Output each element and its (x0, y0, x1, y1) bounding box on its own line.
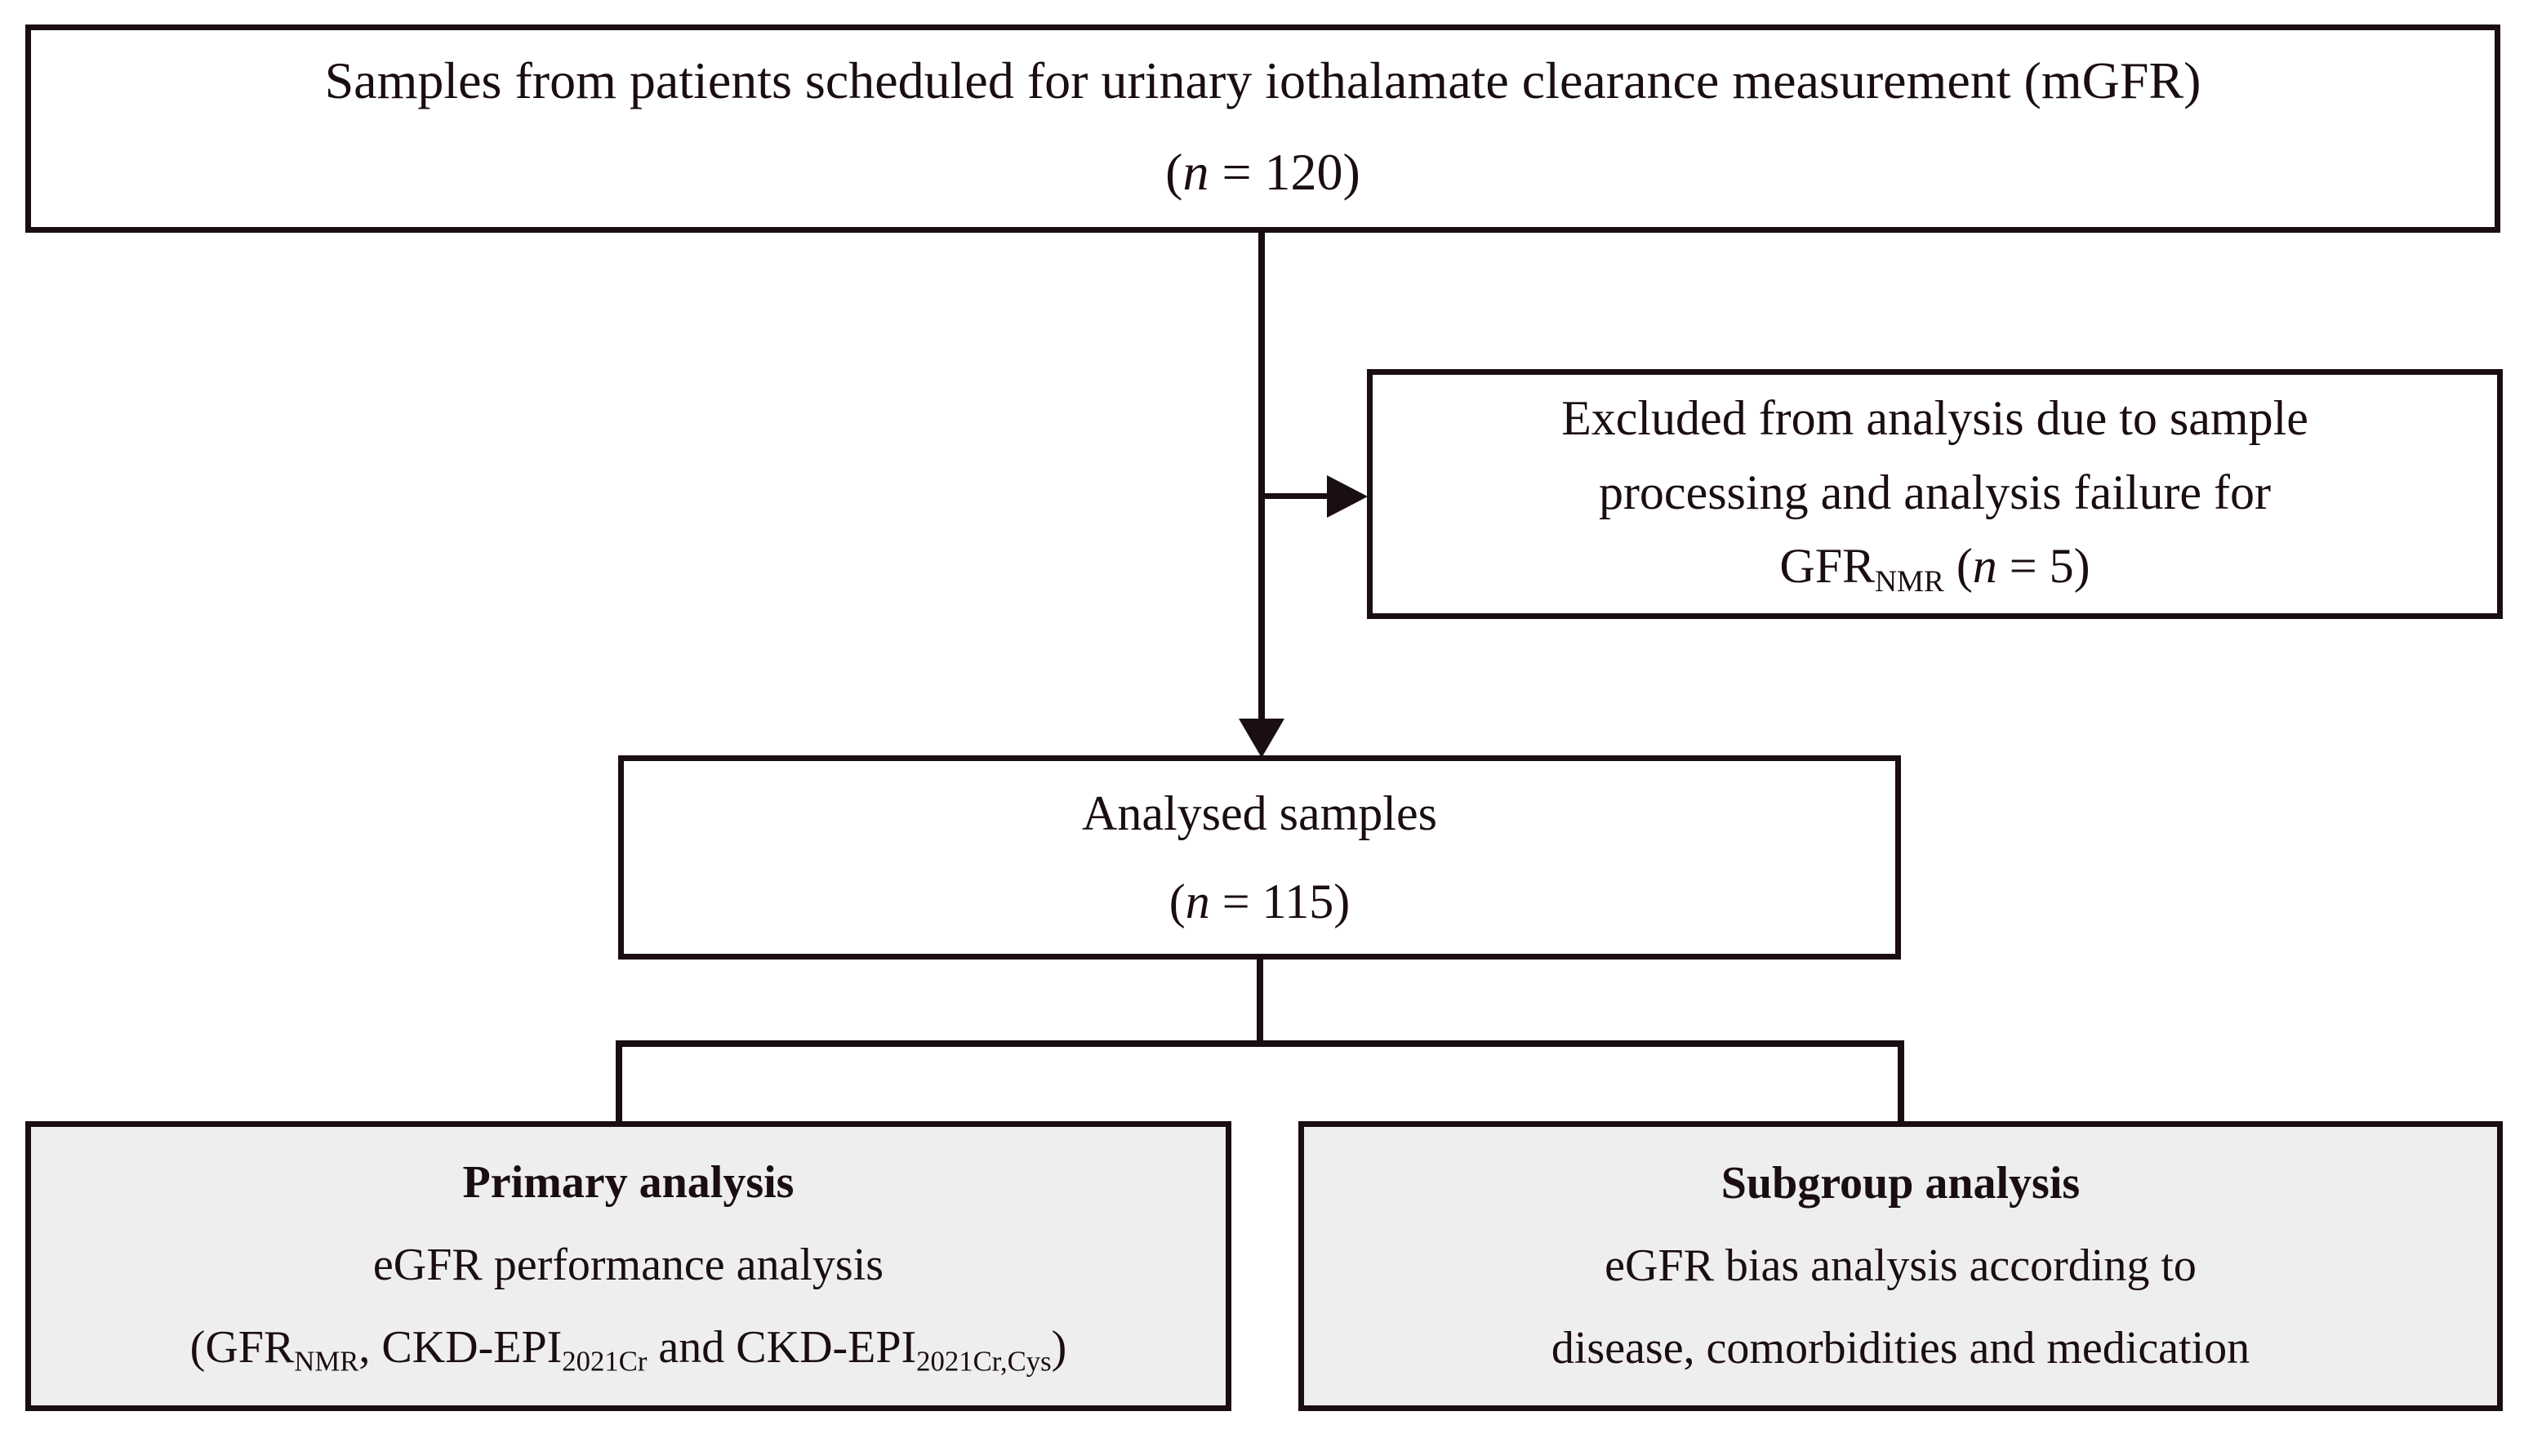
n-value: = 115) (1209, 875, 1351, 928)
node-primary-analysis: Primary analysis eGFR performance analys… (25, 1121, 1231, 1411)
arrow-right-icon (1327, 475, 1368, 518)
node-excluded-line2: processing and analysis failure for (1598, 465, 2272, 519)
connector-split-bar (616, 1040, 1904, 1047)
n-symbol: n (1972, 538, 1997, 593)
paren-open: ( (1165, 142, 1183, 201)
connector-split-drop-left (616, 1040, 622, 1124)
node-analysed-count: (n = 115) (1169, 869, 1351, 934)
node-subgroup-line3: disease, comorbidities and medication (1551, 1323, 2250, 1374)
gfr-nmr-base: GFR (1779, 538, 1876, 593)
node-enrolled-line1: Samples from patients scheduled for urin… (324, 51, 2201, 109)
node-enrolled-samples: Samples from patients scheduled for urin… (25, 24, 2500, 233)
node-analysed-samples: Analysed samples (n = 115) (618, 755, 1901, 960)
node-primary-line2: eGFR performance analysis (372, 1239, 884, 1290)
separator-comma: , (358, 1321, 382, 1373)
node-excluded-line1: Excluded from analysis due to sample (1561, 391, 2308, 446)
paren-open: ( (1169, 875, 1186, 928)
separator-and: and (647, 1321, 737, 1373)
paren-open: ( (189, 1321, 206, 1373)
node-primary-title: Primary analysis (462, 1156, 795, 1208)
gfr-nmr-base: GFR (205, 1321, 295, 1373)
ckdepi-crcys-subscript: 2021Cr,Cys (916, 1344, 1052, 1377)
node-subgroup-line2: eGFR bias analysis according to (1605, 1240, 2197, 1291)
node-subgroup-title: Subgroup analysis (1721, 1157, 2081, 1209)
arrow-down-icon (1239, 719, 1284, 758)
gfr-nmr-subscript: NMR (294, 1344, 359, 1377)
node-subgroup-analysis: Subgroup analysis eGFR bias analysis acc… (1298, 1121, 2503, 1411)
paren-open: ( (1943, 538, 1973, 593)
gfr-nmr-subscript: NMR (1875, 565, 1944, 599)
node-excluded-line3: GFRNMR (n = 5) (1779, 533, 2090, 603)
node-primary-line3: (GFRNMR, CKD-EPI2021Cr and CKD-EPI2021Cr… (190, 1317, 1067, 1381)
node-excluded-samples: Excluded from analysis due to sample pro… (1367, 369, 2503, 619)
ckdepi-cr-base: CKD-EPI (381, 1321, 563, 1373)
n-value: = 5) (1996, 538, 2090, 593)
ckdepi-crcys-base: CKD-EPI (736, 1321, 917, 1373)
paren-close: ) (1051, 1321, 1067, 1373)
connector-enrolled-to-analysed-stem (1258, 233, 1265, 727)
n-value: = 120) (1209, 142, 1360, 201)
node-analysed-line1: Analysed samples (1082, 786, 1437, 840)
ckdepi-cr-subscript: 2021Cr (562, 1344, 648, 1377)
n-symbol: n (1182, 142, 1209, 201)
connector-split-drop-right (1898, 1040, 1904, 1124)
connector-enrolled-to-excluded-line (1258, 493, 1332, 499)
connector-split-stem (1257, 960, 1263, 1046)
n-symbol: n (1185, 875, 1210, 928)
node-enrolled-count: (n = 120) (1165, 137, 1360, 207)
